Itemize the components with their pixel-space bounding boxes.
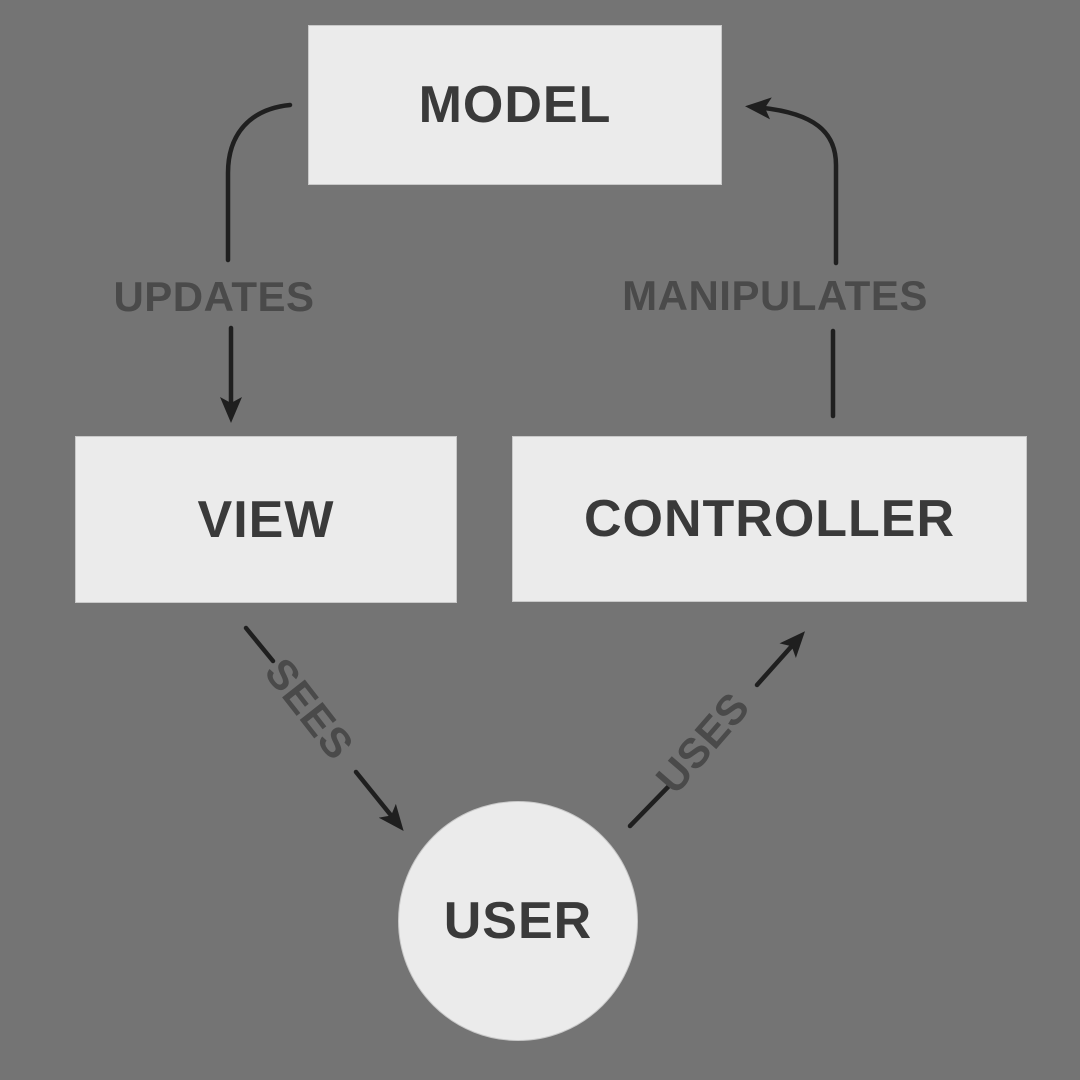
sees-arrow-stem — [243, 625, 276, 664]
sees-arrowhead-segment — [353, 769, 404, 832]
uses-arrowhead-segment — [754, 631, 805, 688]
manipulates-arrowhead-segment — [745, 97, 839, 266]
user-label: USER — [443, 892, 593, 950]
user-node: USER — [398, 801, 638, 1041]
controller-node: CONTROLLER — [512, 436, 1027, 602]
model-node: MODEL — [308, 25, 722, 185]
view-node: VIEW — [75, 436, 457, 603]
controller-label: CONTROLLER — [583, 490, 956, 548]
manipulates-edge-label: MANIPULATES — [622, 272, 928, 319]
uses-arrow-stem — [627, 784, 671, 829]
view-label: VIEW — [197, 490, 335, 549]
updates-edge-label: UPDATES — [113, 273, 315, 320]
updates-arrow-curve — [225, 102, 293, 263]
model-label: MODEL — [418, 76, 612, 134]
